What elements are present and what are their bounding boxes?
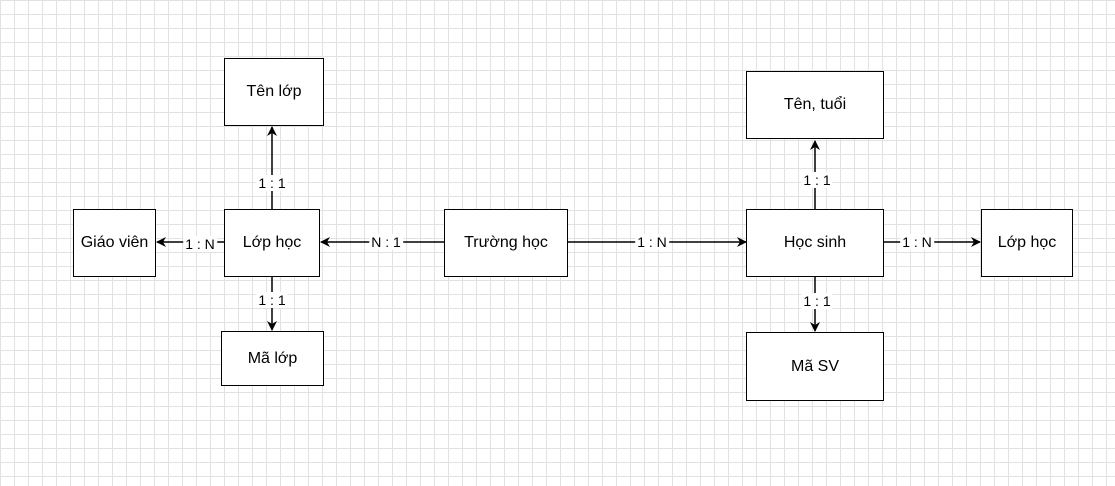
entity-label: Lớp học [997,234,1057,251]
entity-truong-hoc[interactable]: Trường học [444,209,568,277]
entity-ten-tuoi[interactable]: Tên, tuổi [746,71,884,139]
entity-label: Trường học [464,234,548,251]
relation-label-truong-hocsinh: 1 : N [635,234,669,250]
relation-label-lop-malop: 1 : 1 [256,292,288,308]
entity-label: Lớp học [242,234,302,251]
entity-label: Giáo viên [80,234,149,251]
entity-label: Tên, tuổi [783,96,847,113]
entity-ten-lop[interactable]: Tên lớp [224,58,324,126]
relation-label-hocsinh-tentuoi: 1 : 1 [801,172,833,188]
entity-lop-hoc-right[interactable]: Lớp học [981,209,1073,277]
entity-hoc-sinh[interactable]: Học sinh [746,209,884,277]
relation-label-lop-giaovien: 1 : N [183,236,217,252]
entity-ma-sv[interactable]: Mã SV [746,332,884,401]
entity-label: Mã SV [790,357,839,375]
relation-label-hocsinh-lophoc: 1 : N [900,234,934,250]
entity-giao-vien[interactable]: Giáo viên [73,209,156,277]
entity-label: Mã lớp [247,349,298,367]
entity-label: Học sinh [783,234,847,251]
entity-label: Tên lớp [246,83,302,100]
relation-label-truong-lop: N : 1 [369,234,403,250]
entity-lop-hoc-left[interactable]: Lớp học [224,209,320,277]
relation-label-hocsinh-masv: 1 : 1 [801,293,833,309]
relation-label-lop-tenlop: 1 : 1 [256,175,288,191]
entity-ma-lop[interactable]: Mã lớp [221,331,324,386]
